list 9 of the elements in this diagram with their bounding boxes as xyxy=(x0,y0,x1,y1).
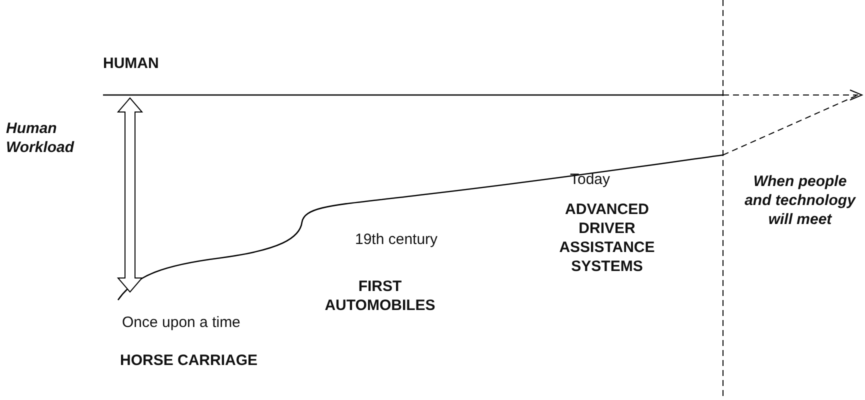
era-title: HORSE CARRIAGE xyxy=(120,351,259,370)
era-label: Today xyxy=(570,170,612,189)
note-text: When people and technology will meet xyxy=(744,172,857,229)
axis-label: Human Workload xyxy=(6,119,76,157)
era-title: FIRST AUTOMOBILES xyxy=(324,277,436,315)
axis-label: HUMAN xyxy=(103,54,160,73)
era-label: 19th century xyxy=(355,230,439,249)
era-title: ADVANCED DRIVER ASSISTANCE SYSTEMS xyxy=(558,200,656,276)
era-label: Once upon a time xyxy=(122,313,242,332)
